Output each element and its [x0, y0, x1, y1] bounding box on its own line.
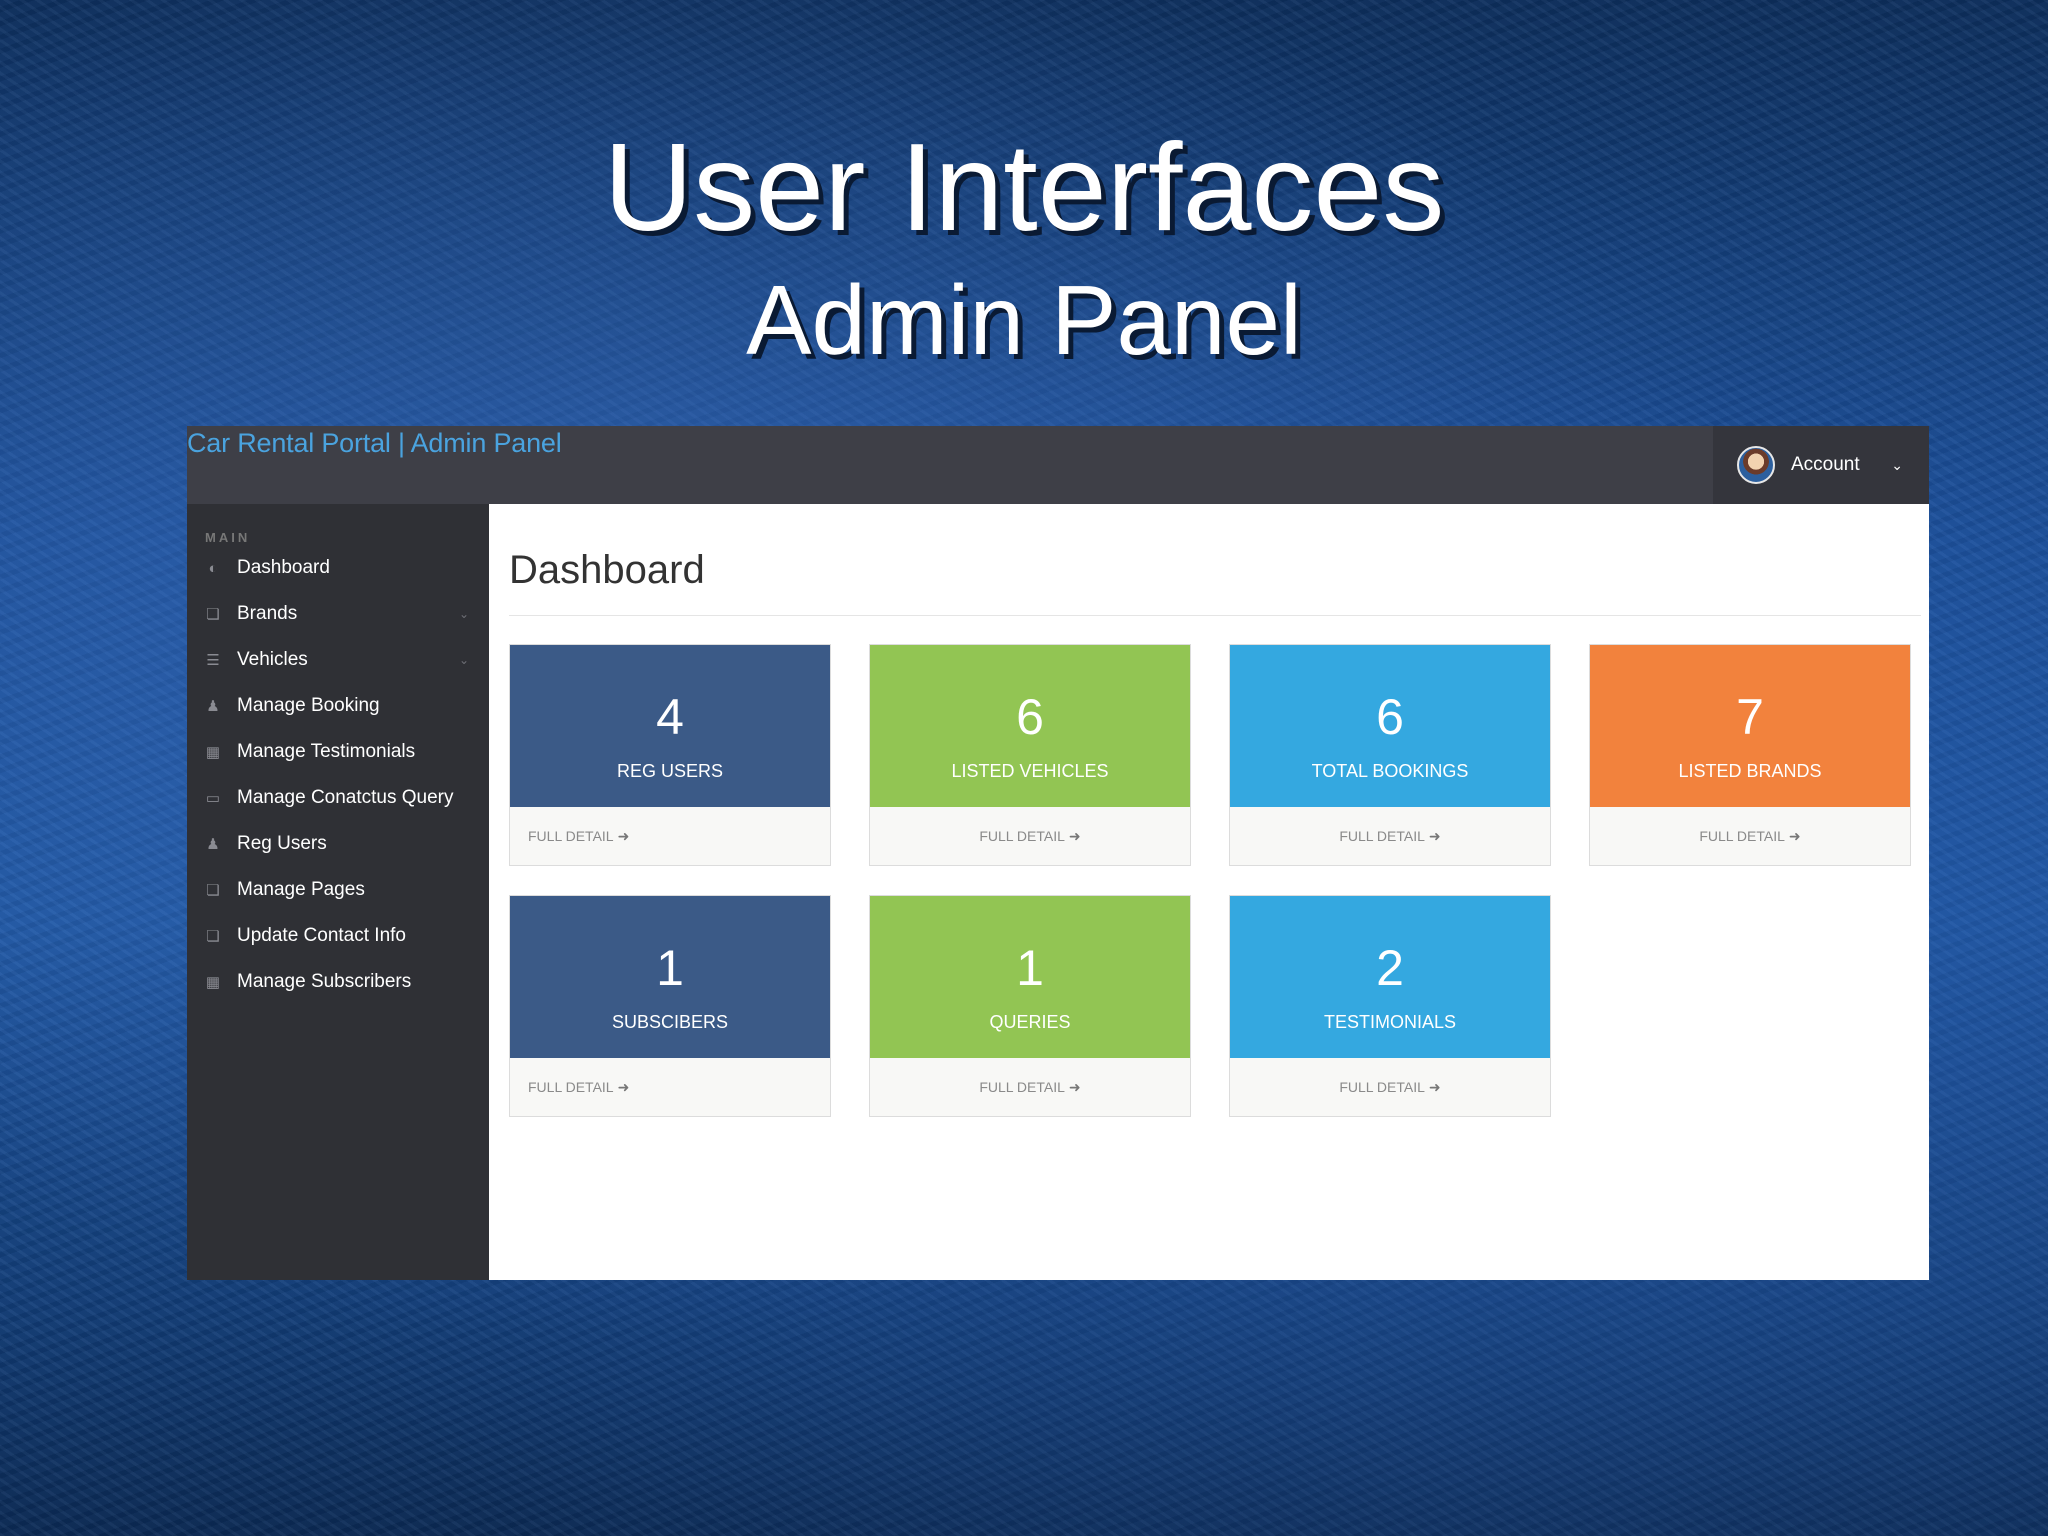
- sidebar-item-manage-contactus-query[interactable]: ▭ Manage Conatctus Query: [205, 778, 477, 818]
- arrow-right-icon: ➜: [1428, 827, 1441, 844]
- files-icon: ❏: [206, 882, 220, 899]
- slide-subtitle: Admin Panel: [746, 265, 1302, 375]
- sidebar-item-reg-users[interactable]: ♟ Reg Users: [205, 824, 477, 864]
- stat-card-reg-users: 4 REG USERS FULL DETAIL➜: [509, 644, 831, 866]
- sidebar-item-label: Manage Pages: [237, 879, 365, 900]
- sidebar-item-dashboard[interactable]: ◐ Dashboard: [205, 548, 477, 588]
- sitemap-icon: ☰: [206, 652, 220, 669]
- sidebar-item-label: Vehicles: [237, 649, 308, 670]
- sidebar-item-manage-testimonials[interactable]: ▦ Manage Testimonials: [205, 732, 477, 772]
- arrow-right-icon: ➜: [617, 1078, 630, 1095]
- sidebar-item-manage-subscribers[interactable]: ▦ Manage Subscribers: [205, 962, 477, 1002]
- full-detail-label: FULL DETAIL: [1339, 1079, 1425, 1095]
- sidebar-item-manage-pages[interactable]: ❏ Manage Pages: [205, 870, 477, 910]
- sidebar-item-label: Brands: [237, 603, 298, 624]
- table-icon: ▦: [205, 744, 221, 761]
- full-detail-label: FULL DETAIL: [528, 1079, 614, 1095]
- sidebar-item-label: Manage Booking: [237, 695, 380, 716]
- full-detail-link[interactable]: FULL DETAIL➜: [1230, 807, 1550, 865]
- card-header: 4 REG USERS: [510, 645, 830, 807]
- full-detail-label: FULL DETAIL: [979, 828, 1065, 844]
- users-icon: ♟: [206, 698, 220, 715]
- full-detail-link[interactable]: FULL DETAIL➜: [870, 1058, 1190, 1116]
- card-value: 7: [1736, 689, 1764, 745]
- card-label: LISTED VEHICLES: [951, 761, 1109, 781]
- full-detail-label: FULL DETAIL: [979, 1079, 1065, 1095]
- full-detail-link[interactable]: FULL DETAIL➜: [1590, 807, 1910, 865]
- top-bar: Car Rental Portal | Admin Panel Account …: [187, 426, 1929, 504]
- admin-panel-screenshot: Car Rental Portal | Admin Panel Account …: [187, 426, 1929, 1280]
- card-label: TOTAL BOOKINGS: [1311, 761, 1469, 781]
- table-icon: ▦: [205, 974, 221, 991]
- avatar: [1737, 446, 1775, 484]
- card-header: 6 TOTAL BOOKINGS: [1230, 645, 1550, 807]
- card-value: 6: [1376, 689, 1404, 745]
- sidebar-item-label: Manage Conatctus Query: [237, 787, 454, 808]
- divider: [509, 615, 1921, 616]
- account-label: Account: [1791, 454, 1860, 475]
- stat-card-total-bookings: 6 TOTAL BOOKINGS FULL DETAIL➜: [1229, 644, 1551, 866]
- arrow-right-icon: ➜: [617, 827, 630, 844]
- chevron-down-icon: ⌄: [458, 653, 469, 667]
- desktop-icon: ▭: [205, 790, 221, 807]
- full-detail-link[interactable]: FULL DETAIL➜: [510, 1058, 830, 1116]
- arrow-right-icon: ➜: [1788, 827, 1801, 844]
- card-label: LISTED BRANDS: [1678, 761, 1822, 781]
- stat-card-testimonials: 2 TESTIMONIALS FULL DETAIL➜: [1229, 895, 1551, 1117]
- sidebar-item-label: Reg Users: [237, 833, 327, 854]
- full-detail-link[interactable]: FULL DETAIL➜: [870, 807, 1190, 865]
- card-label: SUBSCIBERS: [611, 1012, 729, 1032]
- sidebar-item-label: Update Contact Info: [237, 925, 406, 946]
- users-icon: ♟: [206, 836, 220, 853]
- sidebar-item-label: Manage Subscribers: [237, 971, 412, 992]
- card-value: 1: [656, 940, 684, 996]
- page-title: Dashboard: [509, 548, 705, 592]
- full-detail-link[interactable]: FULL DETAIL➜: [1230, 1058, 1550, 1116]
- arrow-right-icon: ➜: [1428, 1078, 1441, 1095]
- sidebar-item-update-contact-info[interactable]: ❏ Update Contact Info: [205, 916, 477, 956]
- chevron-down-icon: ⌄: [1891, 456, 1903, 473]
- chevron-down-icon: ⌄: [458, 607, 469, 621]
- card-header: 1 QUERIES: [870, 896, 1190, 1058]
- card-label: TESTIMONIALS: [1323, 1012, 1457, 1032]
- sidebar-heading: MAIN: [205, 530, 251, 545]
- stat-card-listed-brands: 7 LISTED BRANDS FULL DETAIL➜: [1589, 644, 1911, 866]
- card-header: 2 TESTIMONIALS: [1230, 896, 1550, 1058]
- sidebar: MAIN ◐ Dashboard ❏ Brands ⌄ ☰ Vehicles ⌄…: [187, 504, 489, 1280]
- card-value: 1: [1016, 940, 1044, 996]
- main-content: Dashboard 4 REG USERS FULL DETAIL➜ 6 LIS…: [489, 504, 1929, 1280]
- card-header: 6 LISTED VEHICLES: [870, 645, 1190, 807]
- stat-card-queries: 1 QUERIES FULL DETAIL➜: [869, 895, 1191, 1117]
- sidebar-item-label: Dashboard: [237, 557, 330, 578]
- stat-card-subscribers: 1 SUBSCIBERS FULL DETAIL➜: [509, 895, 831, 1117]
- card-value: 2: [1376, 940, 1404, 996]
- files-icon: ❏: [206, 606, 220, 623]
- full-detail-label: FULL DETAIL: [1339, 828, 1425, 844]
- card-header: 1 SUBSCIBERS: [510, 896, 830, 1058]
- stat-card-listed-vehicles: 6 LISTED VEHICLES FULL DETAIL➜: [869, 644, 1191, 866]
- full-detail-link[interactable]: FULL DETAIL➜: [510, 807, 830, 865]
- dashboard-icon: ◐: [208, 559, 218, 577]
- full-detail-label: FULL DETAIL: [528, 828, 614, 844]
- card-header: 7 LISTED BRANDS: [1590, 645, 1910, 807]
- arrow-right-icon: ➜: [1068, 827, 1081, 844]
- account-menu[interactable]: Account ⌄: [1713, 426, 1929, 504]
- sidebar-item-brands[interactable]: ❏ Brands ⌄: [205, 594, 477, 634]
- sidebar-item-label: Manage Testimonials: [237, 741, 416, 762]
- card-value: 4: [656, 689, 684, 745]
- sidebar-item-vehicles[interactable]: ☰ Vehicles ⌄: [205, 640, 477, 680]
- brand-link[interactable]: Car Rental Portal | Admin Panel: [187, 428, 562, 458]
- sidebar-item-manage-booking[interactable]: ♟ Manage Booking: [205, 686, 477, 726]
- card-label: REG USERS: [616, 761, 724, 781]
- card-value: 6: [1016, 689, 1044, 745]
- full-detail-label: FULL DETAIL: [1699, 828, 1785, 844]
- arrow-right-icon: ➜: [1068, 1078, 1081, 1095]
- files-icon: ❏: [206, 928, 220, 945]
- card-label: QUERIES: [989, 1012, 1071, 1032]
- slide-title: User Interfaces: [603, 119, 1445, 257]
